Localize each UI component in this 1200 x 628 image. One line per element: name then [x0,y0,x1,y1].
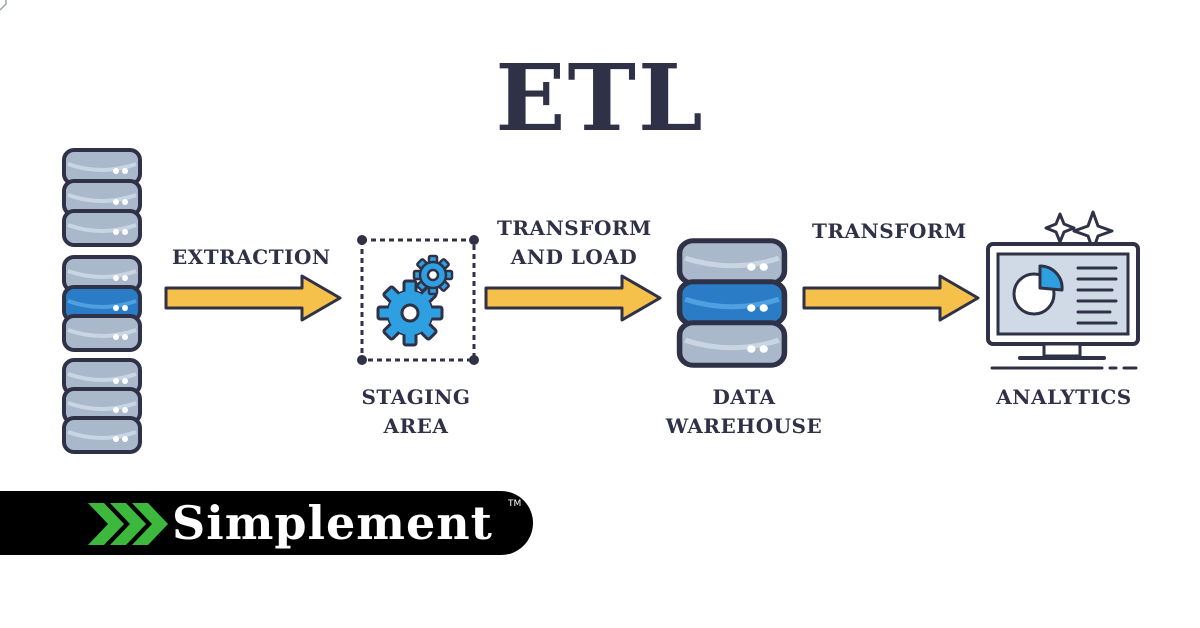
small-gear-icon [412,254,454,296]
analytics-label: ANALYTICS [996,385,1132,409]
transform-and-load-arrow-icon [484,274,662,322]
large-gear-icon [376,279,444,347]
extraction-label: EXTRACTION [172,245,331,269]
staging-area-line-1: STAGING [361,385,471,409]
transform-and-load-line-1: TRANSFORM [497,216,652,240]
transform-label: TRANSFORM [812,219,967,243]
staging-area-line-2: AREA [383,414,449,438]
analytics-monitor-icon [986,210,1140,370]
data-warehouse-line-2: WAREHOUSE [665,414,823,438]
data-warehouse-line-1: DATA [712,385,776,409]
corner-mark-icon [0,0,7,11]
data-warehouse-label: DATA WAREHOUSE [664,383,824,441]
brand-name: Simplement [172,496,493,550]
transform-arrow-icon [802,274,980,322]
transform-and-load-label: TRANSFORM AND LOAD [497,214,651,272]
trademark-mark: TM [508,499,522,509]
pie-chart-icon [1012,264,1064,316]
extraction-arrow-icon [164,274,342,322]
staging-area-icon [357,235,479,365]
diagram-title: ETL [495,44,705,152]
text-lines-icon [1076,266,1118,325]
transform-and-load-line-2: AND LOAD [510,245,638,269]
staging-area-label: STAGING AREA [344,383,488,441]
